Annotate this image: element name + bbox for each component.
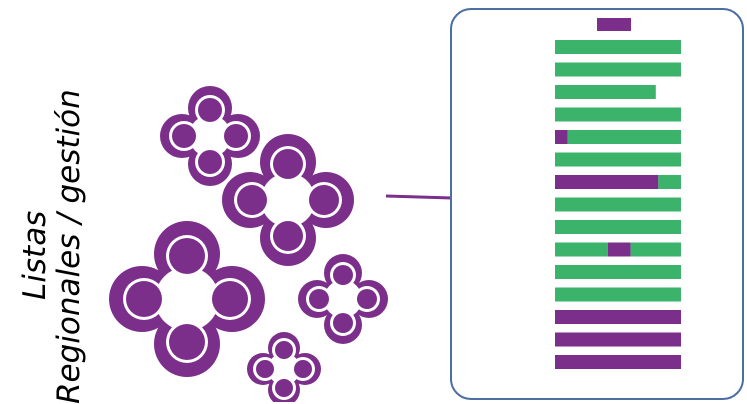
flower-center <box>199 125 221 147</box>
list-row-segment <box>567 130 681 144</box>
list-row-segment <box>555 62 681 77</box>
list-row-segment <box>555 175 659 189</box>
flower-dot <box>237 185 267 215</box>
flower-dot <box>169 238 205 274</box>
list-row-segment <box>555 107 681 122</box>
flower-center <box>165 277 209 321</box>
flower-right-small <box>298 254 388 344</box>
list-panel <box>555 18 681 369</box>
flower-center <box>271 183 305 217</box>
list-row-segment <box>555 85 656 99</box>
flower-dot <box>333 265 353 285</box>
list-row-segment <box>555 332 681 347</box>
flower-bottom-small <box>247 332 321 402</box>
flower-dot <box>309 185 339 215</box>
flower-dot <box>198 98 222 122</box>
list-row-segment <box>607 242 631 257</box>
flower-dot <box>357 289 377 309</box>
list-row-segment <box>555 40 681 54</box>
list-row-segment <box>555 152 681 167</box>
list-row-segment <box>555 130 568 144</box>
list-row-segment <box>555 355 681 369</box>
flower-top-left <box>160 86 260 186</box>
flower-dot <box>273 149 303 179</box>
flower-dot <box>256 360 274 378</box>
flower-dot <box>275 379 293 397</box>
flower-cluster <box>109 86 388 402</box>
list-row-segment <box>555 197 681 212</box>
list-row-segment <box>555 220 681 234</box>
flower-dot <box>275 341 293 359</box>
flower-dot <box>224 124 248 148</box>
list-row-segment <box>555 242 608 257</box>
flower-dot <box>172 124 196 148</box>
flower-center <box>222 134 354 266</box>
list-row-segment <box>630 242 681 257</box>
flower-dot <box>333 313 353 333</box>
flower-dot <box>294 360 312 378</box>
flower-dot <box>273 221 303 251</box>
flower-dot <box>212 281 248 317</box>
list-row-segment <box>658 175 681 189</box>
flower-bottom-left <box>109 221 265 377</box>
flower-center <box>278 363 290 375</box>
flower-dot <box>198 150 222 174</box>
list-row-segment <box>555 310 681 324</box>
flower-center <box>334 290 352 308</box>
flower-dot <box>309 289 329 309</box>
list-row-segment <box>555 287 681 302</box>
flower-dot <box>169 324 205 360</box>
flower-dot <box>126 281 162 317</box>
list-header-bar <box>597 18 631 31</box>
list-row-segment <box>555 265 681 279</box>
